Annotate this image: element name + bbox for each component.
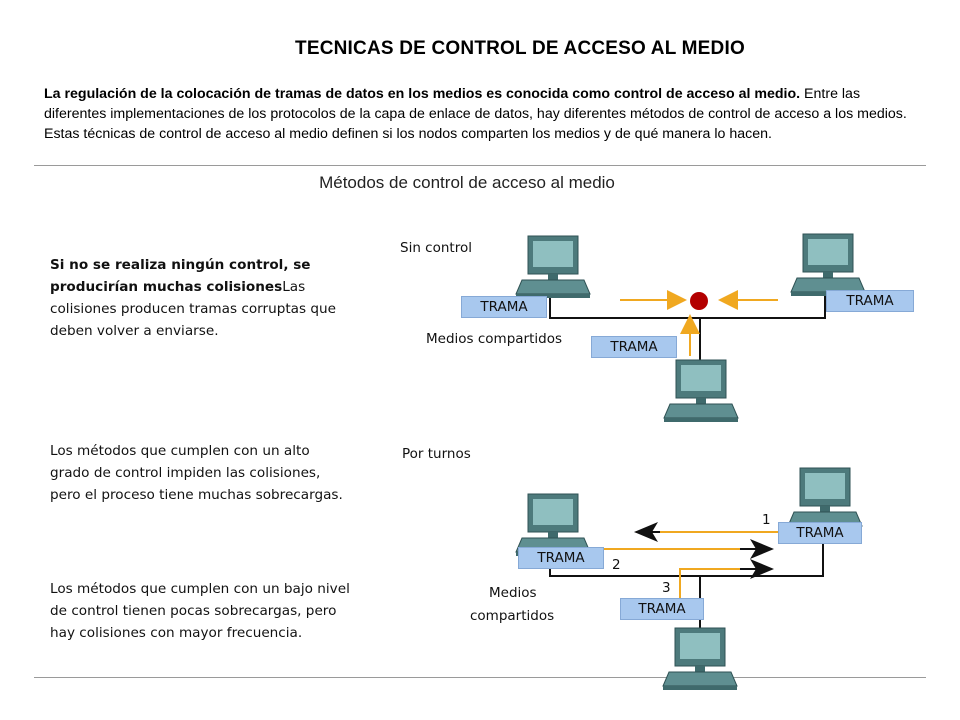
high-control-text: Los métodos que cumplen con un alto grad…: [50, 443, 343, 503]
por-turnos-network: [515, 467, 863, 691]
no-control-rest: Las colisiones producen tramas corruptas…: [50, 279, 337, 339]
top-media-label: Medios compartidos: [426, 331, 562, 347]
frame-label: TRAMA: [826, 290, 914, 312]
step-number: 3: [662, 580, 671, 596]
top-divider: [34, 165, 926, 166]
collision-icon: [690, 292, 708, 310]
no-control-bold: Si no se realiza ningún control, se prod…: [50, 257, 311, 295]
low-control-text: Los métodos que cumplen con un bajo nive…: [50, 581, 350, 641]
bottom-divider: [34, 677, 926, 678]
computer-icon: [662, 627, 738, 691]
figure-title: Métodos de control de acceso al medio: [319, 173, 615, 192]
frame-label: TRAMA: [518, 547, 604, 569]
sin-control-label: Sin control: [400, 240, 472, 256]
shared-media-line: [549, 270, 826, 319]
step-number: 1: [762, 512, 771, 528]
frame-label: TRAMA: [591, 336, 677, 358]
computer-icon: [663, 359, 739, 423]
no-control-text: Si no se realiza ningún control, se prod…: [50, 254, 350, 342]
intro-paragraph: La regulación de la colocación de tramas…: [44, 84, 922, 144]
bottom-media-label-2: compartidos: [470, 608, 555, 624]
computer-icon: [787, 467, 863, 531]
intro-rest: Entre las diferentes implementaciones de…: [44, 86, 907, 142]
bottom-media-label-1: Medios: [489, 585, 537, 601]
computer-icon: [515, 235, 591, 299]
step-number: 2: [612, 557, 621, 573]
computer-icon: [790, 233, 866, 297]
frame-label: TRAMA: [461, 296, 547, 318]
frame-label: TRAMA: [620, 598, 704, 620]
frame-label: TRAMA: [778, 522, 862, 544]
intro-bold-sentence: La regulación de la colocación de tramas…: [44, 86, 801, 102]
sin-control-network: [515, 233, 866, 423]
arrow-icon: [679, 568, 760, 600]
page-title: TECNICAS DE CONTROL DE ACCESO AL MEDIO: [295, 38, 745, 59]
por-turnos-label: Por turnos: [402, 446, 471, 462]
